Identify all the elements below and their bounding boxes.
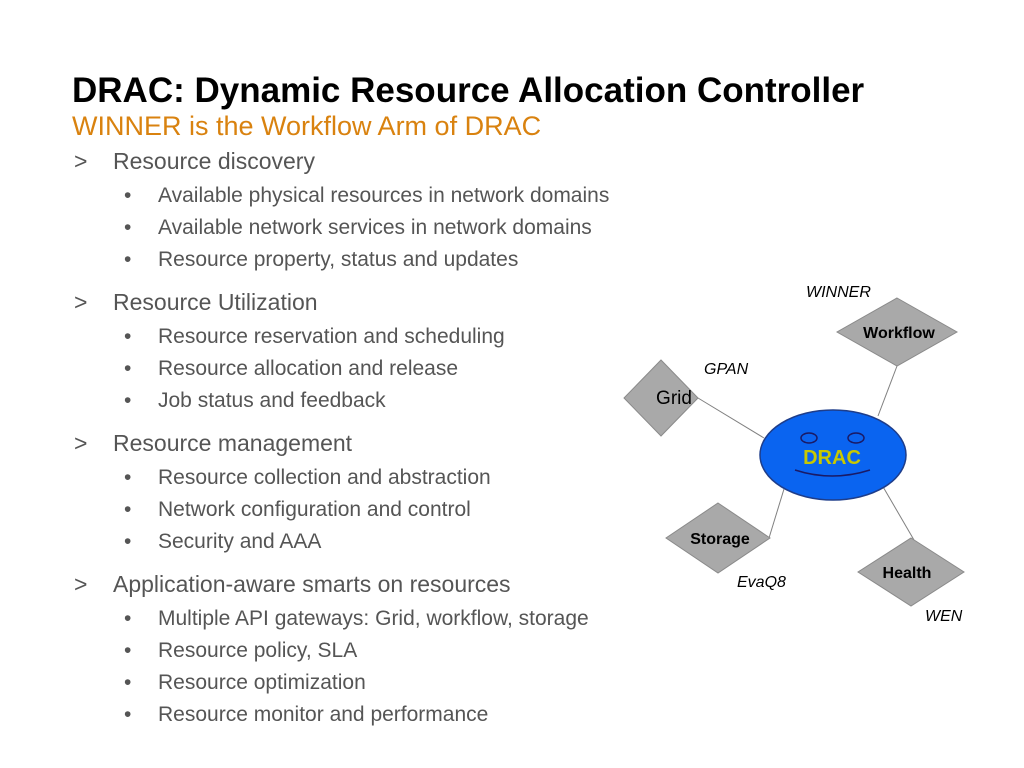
wen-tag: WEN [925, 608, 963, 625]
connector-line-health [881, 484, 915, 541]
workflow-label: Workflow [863, 325, 935, 342]
health-diamond [857, 537, 965, 607]
left-eye-icon [800, 432, 818, 444]
health-label: Health [883, 565, 932, 582]
grid-label: Grid [656, 388, 692, 409]
slide-title: DRAC: Dynamic Resource Allocation Contro… [72, 71, 865, 110]
drac-center-node: DRAC [759, 409, 907, 501]
gpan-tag: GPAN [704, 361, 749, 378]
connector-line-workflow [877, 365, 898, 417]
smile-icon [794, 469, 871, 477]
connector-line-grid [697, 397, 765, 439]
workflow-diamond [835, 297, 959, 367]
health-node: Health [857, 537, 965, 607]
evaq8-tag: EvaQ8 [737, 574, 786, 591]
drac-label: DRAC [803, 447, 861, 469]
slide-subtitle: WINNER is the Workflow Arm of DRAC [72, 111, 542, 141]
storage-diamond [665, 502, 771, 574]
drac-ellipse [759, 409, 907, 501]
right-eye-icon [847, 432, 865, 444]
grid-node: Grid [623, 359, 699, 437]
connector-line-storage [768, 488, 785, 539]
storage-node: Storage [665, 502, 771, 574]
winner-tag: WINNER [806, 284, 871, 301]
storage-label: Storage [690, 531, 750, 548]
grid-diamond [623, 359, 699, 437]
workflow-node: Workflow [835, 297, 959, 367]
